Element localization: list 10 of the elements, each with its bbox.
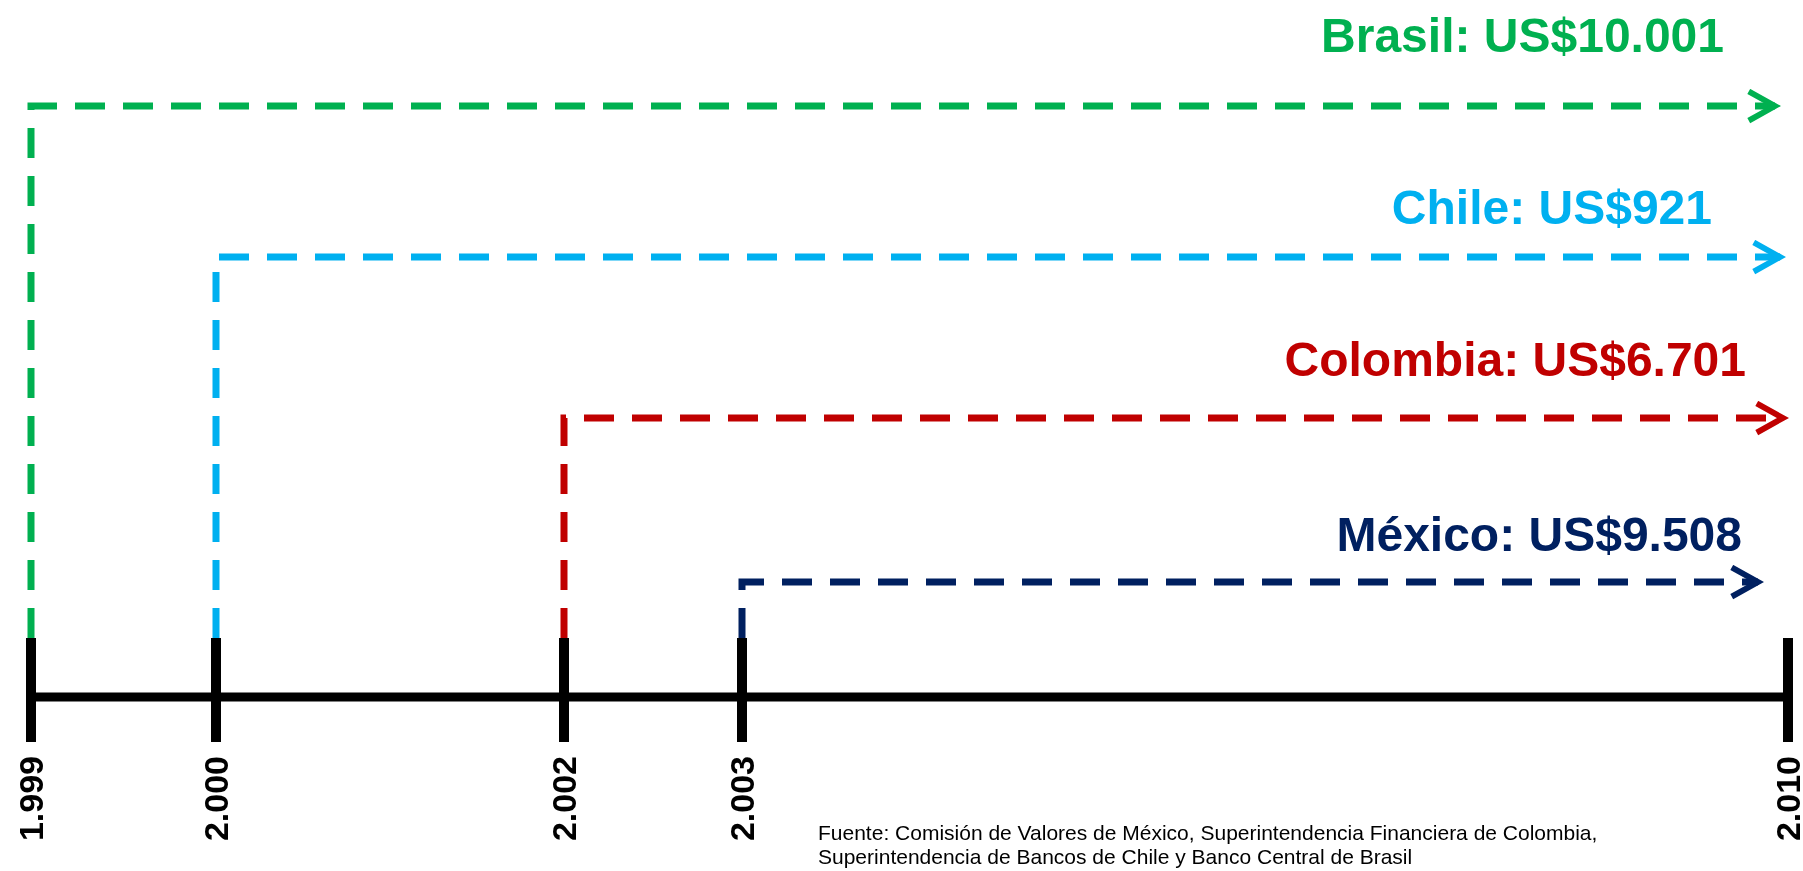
year-label: 2.010	[1768, 756, 1803, 842]
year-label: 1.999	[11, 756, 51, 842]
year-label: 2.003	[722, 756, 762, 842]
dashed-arrow	[560, 400, 1786, 638]
source-note: Fuente: Comisión de Valores de México, Superintendencia Financiera de Colombia, Superintendencia de Bancos de Chile y Banco Central de Brasil	[818, 821, 1599, 869]
year-label: 2.002	[544, 756, 584, 842]
dashed-arrow	[738, 564, 1761, 638]
dashed-arrow	[27, 88, 1778, 638]
year-label: 2.000	[196, 756, 236, 842]
dashed-arrow	[212, 239, 1783, 638]
